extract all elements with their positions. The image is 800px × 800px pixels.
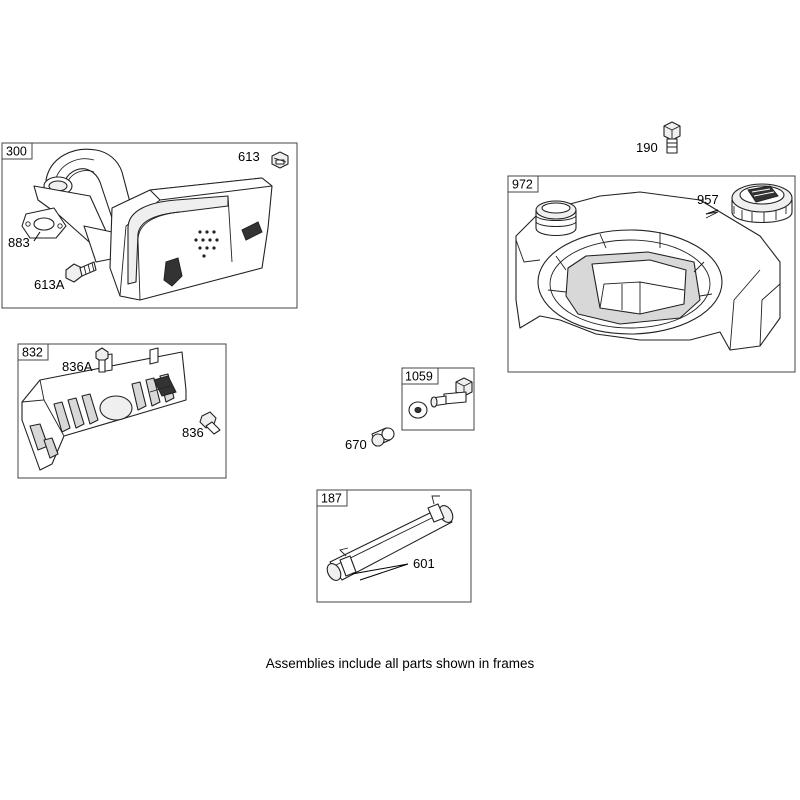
callout-601: 601 xyxy=(413,556,435,571)
callout-883: 883 xyxy=(8,235,30,250)
frame-832-label: 832 xyxy=(22,346,43,360)
washer-1059-icon xyxy=(408,401,428,419)
tether-icon xyxy=(705,211,719,219)
callout-836: 836 xyxy=(182,425,204,440)
muffler-guard-drawing xyxy=(21,347,221,471)
bolt-190-icon xyxy=(663,121,681,154)
screw-1059-icon xyxy=(430,377,473,408)
frame-1059-label: 1059 xyxy=(405,370,433,384)
fuel-tank-drawing xyxy=(515,191,781,351)
frame-300-label: 300 xyxy=(6,145,27,159)
frame-832: 832 xyxy=(17,343,227,479)
callout-670: 670 xyxy=(345,437,367,452)
leader-601 xyxy=(351,563,409,581)
callout-613A: 613A xyxy=(34,277,65,292)
frame-187: 187 xyxy=(316,489,472,603)
bolt-836A-icon xyxy=(95,347,109,373)
bolt-613-icon xyxy=(271,151,289,169)
frame-300: 300 xyxy=(1,142,298,309)
frame-972-label: 972 xyxy=(512,178,533,192)
frame-972: 972 xyxy=(507,175,796,373)
callout-190: 190 xyxy=(636,140,658,155)
bolt-613A-icon xyxy=(65,261,97,283)
clamp-601-icon-2 xyxy=(427,503,445,523)
frame-1059: 1059 xyxy=(401,367,475,431)
callout-613: 613 xyxy=(238,149,260,164)
spacer-670-icon xyxy=(371,427,395,447)
frame-187-label: 187 xyxy=(321,492,342,506)
muffler-drawing xyxy=(21,148,289,301)
clamp-601-icon xyxy=(339,555,357,577)
breather-tube-drawing xyxy=(326,495,454,581)
bolt-836-icon xyxy=(199,411,221,435)
callout-957: 957 xyxy=(697,192,719,207)
callout-836A: 836A xyxy=(62,359,93,374)
footer-note: Assemblies include all parts shown in fr… xyxy=(265,656,535,671)
leader-883 xyxy=(33,231,41,242)
fuel-cap-957-icon xyxy=(731,183,793,224)
